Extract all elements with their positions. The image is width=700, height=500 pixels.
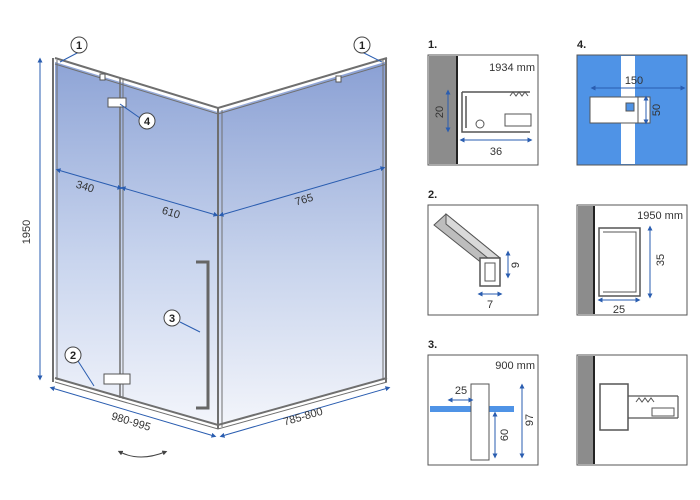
dim-label: 7: [487, 299, 493, 311]
side-glass: [218, 62, 385, 425]
panel-note: 1950 mm: [637, 210, 683, 222]
detail-panel-2: 2. 9 7: [427, 189, 539, 316]
dim-label: 35: [655, 254, 667, 266]
callout-number: 1: [76, 40, 82, 52]
shower-enclosure: 1950 340 610 765 980-995 785-800: [21, 57, 391, 458]
panel-number: 3.: [428, 339, 437, 351]
detail-panel-5: 1950 mm 35 25: [576, 204, 688, 316]
dim-label: 25: [455, 385, 467, 397]
panel-number: 1.: [428, 39, 437, 51]
panel-note: 900 mm: [495, 360, 535, 372]
top-bracket-left: [99, 73, 106, 81]
callout-1-right: 1: [353, 36, 383, 63]
span-left-label: 340: [74, 179, 95, 196]
callout-number: 3: [169, 313, 175, 325]
top-hinge: [107, 97, 127, 108]
dim-label: 50: [651, 104, 663, 116]
panel-number: 2.: [428, 189, 437, 201]
span-mid-label: 610: [160, 205, 181, 222]
swing-arrow: [117, 450, 168, 458]
top-bracket-right: [335, 75, 342, 83]
detail-panel-3: 3. 900 mm 25 60 97: [427, 339, 539, 466]
callout-number: 4: [144, 116, 151, 128]
dim-label: 25: [613, 304, 625, 316]
detail-panel-6: [576, 354, 688, 466]
detail-panel-4: 4. 150 50: [576, 39, 688, 166]
panel-number: 4.: [577, 39, 586, 51]
dim-label: 60: [499, 429, 511, 441]
panel-note: 1934 mm: [489, 62, 535, 74]
dim-label: 150: [625, 75, 643, 87]
callout-number: 1: [359, 40, 365, 52]
dim-label: 9: [510, 262, 522, 268]
callout-4: 4: [119, 103, 156, 130]
callout-3: 3: [163, 309, 201, 333]
dim-label: 20: [434, 106, 446, 118]
dim-label: 36: [490, 146, 502, 158]
bottom-hinge: [103, 373, 131, 385]
callout-1-left: 1: [59, 36, 88, 63]
callout-number: 2: [70, 350, 76, 362]
span-right-label: 765: [294, 192, 315, 209]
height-label: 1950: [21, 220, 33, 244]
front-glass: [55, 62, 218, 425]
callout-2: 2: [64, 346, 95, 387]
width-label: 980-995: [110, 410, 152, 433]
detail-panel-1: 1. 1934 mm 20 36: [427, 39, 539, 166]
dim-label: 97: [524, 414, 536, 426]
